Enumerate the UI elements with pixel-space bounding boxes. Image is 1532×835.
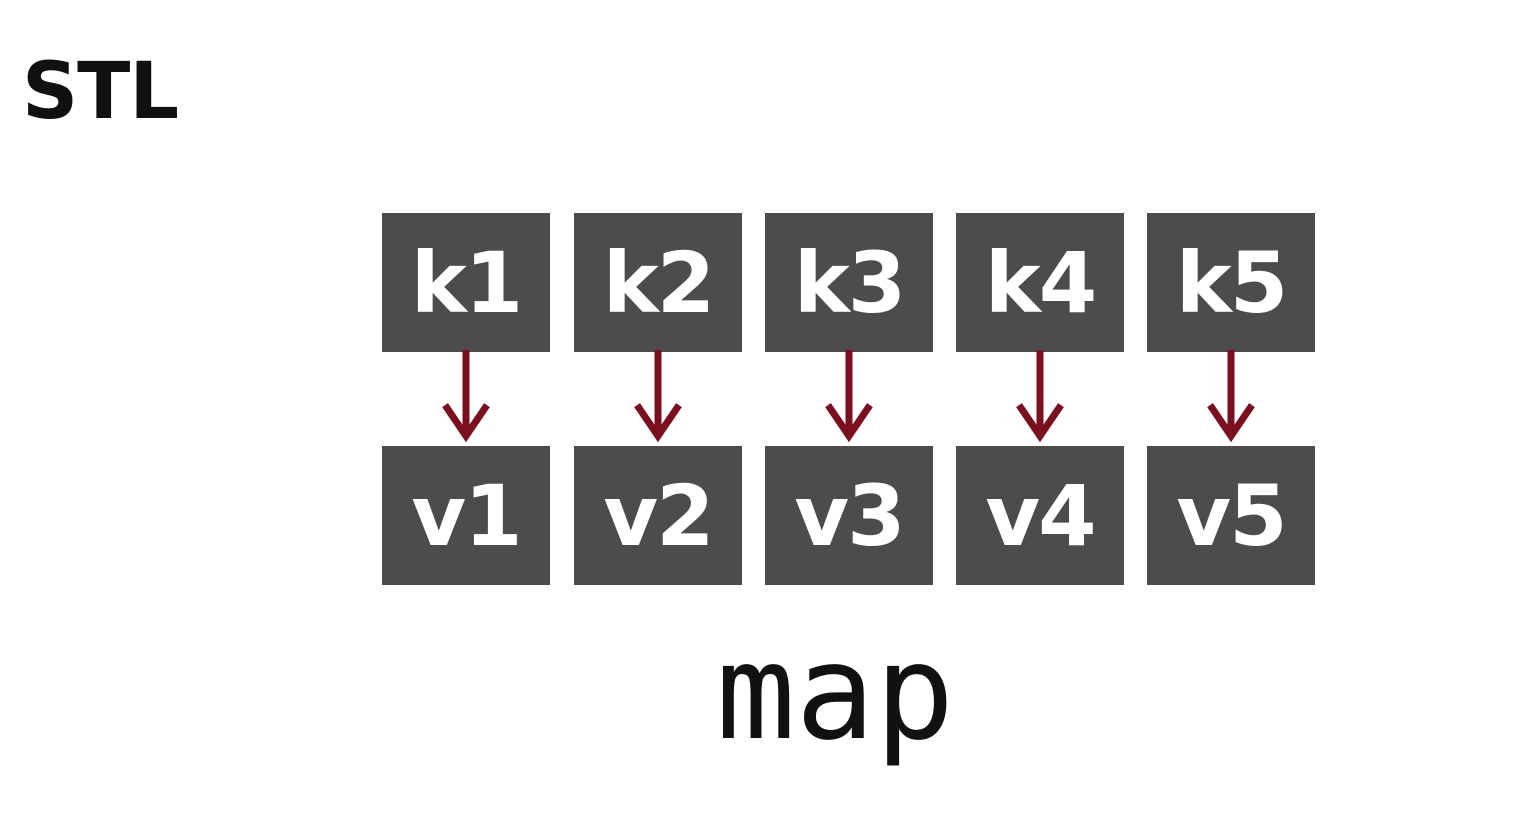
value-box-2: v2 xyxy=(574,446,742,585)
key-box-4: k4 xyxy=(956,213,1124,352)
container-caption: map xyxy=(716,616,955,770)
key-box-3: k3 xyxy=(765,213,933,352)
key-box-1: k1 xyxy=(382,213,550,352)
key-box-5: k5 xyxy=(1147,213,1315,352)
value-box-5: v5 xyxy=(1147,446,1315,585)
key-box-2: k2 xyxy=(574,213,742,352)
value-box-3: v3 xyxy=(765,446,933,585)
page-title: STL xyxy=(22,47,179,137)
value-box-1: v1 xyxy=(382,446,550,585)
arrow-down-icon xyxy=(825,350,873,443)
arrow-down-icon xyxy=(1016,350,1064,443)
value-box-4: v4 xyxy=(956,446,1124,585)
arrow-down-icon xyxy=(1207,350,1255,443)
arrow-down-icon xyxy=(442,350,490,443)
arrow-down-icon xyxy=(634,350,682,443)
